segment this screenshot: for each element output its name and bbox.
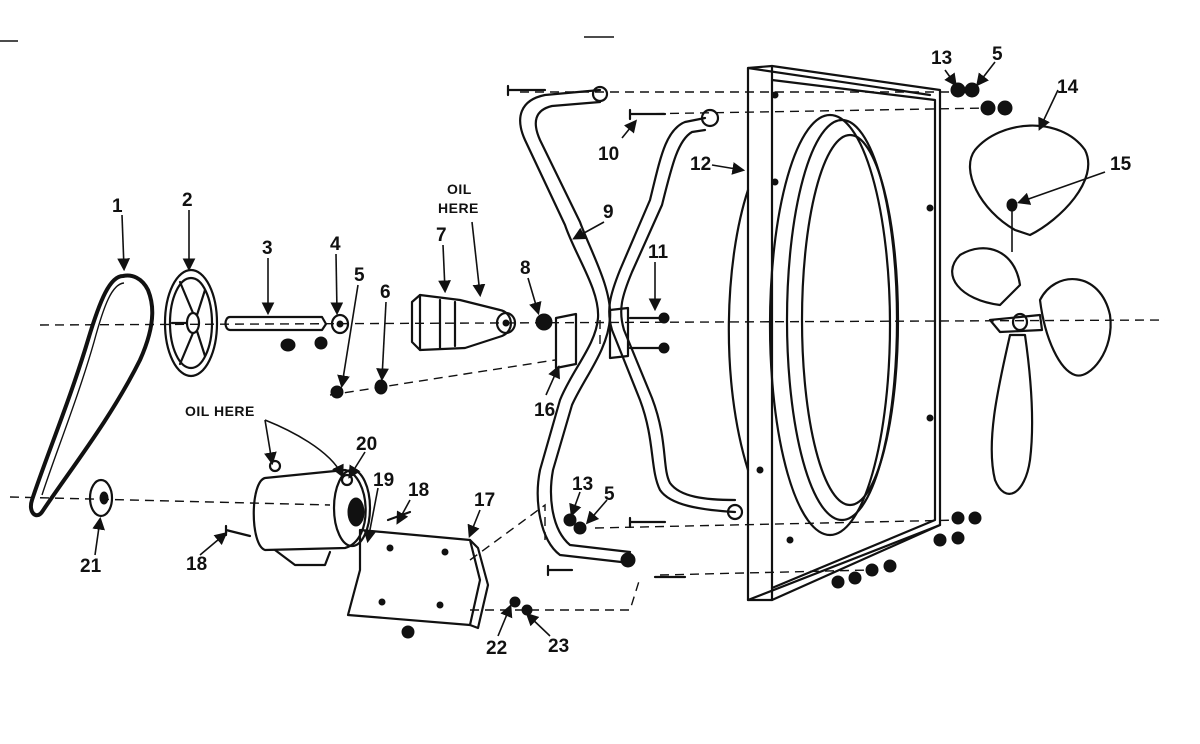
alignment-line: [329, 359, 556, 396]
callout-23: 23: [548, 636, 569, 657]
oil-here-note-lower: OIL HERE: [185, 403, 255, 419]
callout-6: 6: [380, 282, 391, 303]
callout-4: 4: [330, 234, 341, 255]
fan-blade-assembly: [951, 124, 1112, 495]
callout-11: 11: [648, 242, 669, 263]
callout-18-left: 18: [186, 554, 207, 575]
hardware-nuts: [280, 336, 388, 399]
alignment-line: [594, 519, 961, 529]
callout-21: 21: [80, 556, 102, 577]
callout-15: 15: [1110, 154, 1132, 175]
alignment-line: [470, 577, 641, 611]
callout-20: 20: [356, 434, 377, 455]
motor-axis-line: [9, 496, 331, 506]
callout-22: 22: [486, 638, 507, 659]
right-strut: [608, 108, 744, 521]
fan-shroud-frame: [727, 64, 942, 602]
fan-shaft: [224, 315, 328, 332]
bearing-nut: [535, 313, 553, 331]
callout-3: 3: [262, 238, 273, 259]
leader-lines: [92, 61, 1106, 637]
motor-base-plate: [346, 528, 490, 630]
frame-nuts: [401, 82, 1013, 639]
v-belt: [29, 273, 155, 518]
alignment-line: [639, 107, 991, 115]
alignment-line: [659, 569, 871, 576]
callout-5-top: 5: [992, 44, 1003, 65]
callout-5-bottom: 5: [604, 484, 615, 505]
callout-10: 10: [598, 144, 619, 165]
set-screw: [1006, 198, 1018, 212]
callout-13-top: 13: [931, 48, 952, 69]
callout-5-left: 5: [354, 265, 365, 286]
callout-13-bottom: 13: [572, 474, 593, 495]
bearing-bracket: [410, 293, 517, 352]
fan-pulley: [163, 268, 219, 378]
callout-9: 9: [603, 202, 614, 223]
callout-18-right: 18: [408, 480, 429, 501]
oil-here-note-upper-line2: HERE: [438, 200, 479, 216]
alignment-line: [469, 503, 546, 561]
callout-12: 12: [690, 154, 711, 175]
callout-8: 8: [520, 258, 531, 279]
callout-17: 17: [474, 490, 495, 511]
oil-here-note-upper: OIL: [447, 181, 472, 197]
callout-1: 1: [112, 196, 123, 217]
callout-16: 16: [534, 400, 555, 421]
callout-19: 19: [373, 470, 394, 491]
callout-2: 2: [182, 190, 193, 211]
motor-pulley: [88, 478, 114, 518]
callout-14: 14: [1057, 77, 1079, 98]
motor: [252, 459, 372, 567]
callout-7: 7: [436, 225, 447, 246]
center-axis-line: [39, 319, 1166, 326]
